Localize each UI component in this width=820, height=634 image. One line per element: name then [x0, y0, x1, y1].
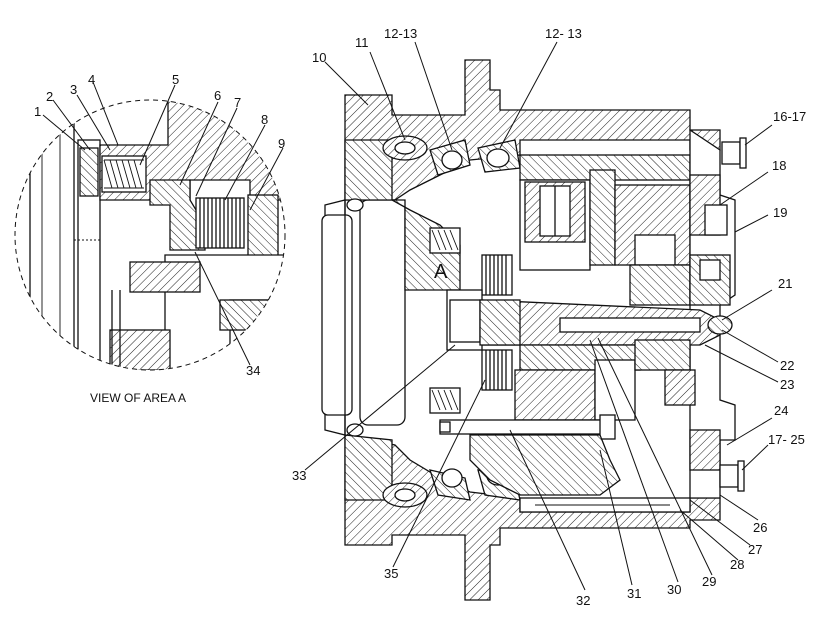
callout-5: 5 — [172, 72, 179, 87]
area-a-label: A — [434, 261, 448, 283]
callout-18: 18 — [772, 158, 786, 173]
callout-27: 27 — [748, 542, 762, 557]
callout-24: 24 — [774, 403, 788, 418]
main-section-view: A — [321, 59, 747, 601]
callout-8: 8 — [261, 112, 268, 127]
callout-19: 19 — [773, 205, 787, 220]
callout-6: 6 — [214, 88, 221, 103]
callout-7: 7 — [234, 95, 241, 110]
callout-4: 4 — [88, 72, 95, 87]
callout-11: 11 — [355, 35, 369, 50]
callout-31: 31 — [627, 586, 641, 601]
callout-12-13-right: 12- 13 — [545, 26, 582, 41]
leader-lines — [42, 41, 779, 591]
callout-26: 26 — [753, 520, 767, 535]
detail-caption: VIEW OF AREA A — [90, 391, 186, 405]
callout-1: 1 — [34, 104, 41, 119]
callout-30: 30 — [667, 582, 681, 597]
callout-16-17: 16-17 — [773, 109, 806, 124]
callout-22: 22 — [780, 358, 794, 373]
callout-33: 33 — [292, 468, 306, 483]
callout-35: 35 — [384, 566, 398, 581]
callout-9: 9 — [278, 136, 285, 151]
callout-28: 28 — [730, 557, 744, 572]
callout-12-13-left: 12-13 — [384, 26, 417, 41]
callout-3: 3 — [70, 82, 77, 97]
callout-21: 21 — [778, 276, 792, 291]
callouts: 1 2 3 4 5 6 7 8 9 34 10 11 12-13 12- 13 … — [34, 26, 806, 608]
callout-32: 32 — [576, 593, 590, 608]
callout-17-25: 17- 25 — [768, 432, 805, 447]
callout-2: 2 — [46, 89, 53, 104]
callout-34: 34 — [246, 363, 260, 378]
callout-23: 23 — [780, 377, 794, 392]
callout-29: 29 — [702, 574, 716, 589]
callout-10: 10 — [312, 50, 326, 65]
